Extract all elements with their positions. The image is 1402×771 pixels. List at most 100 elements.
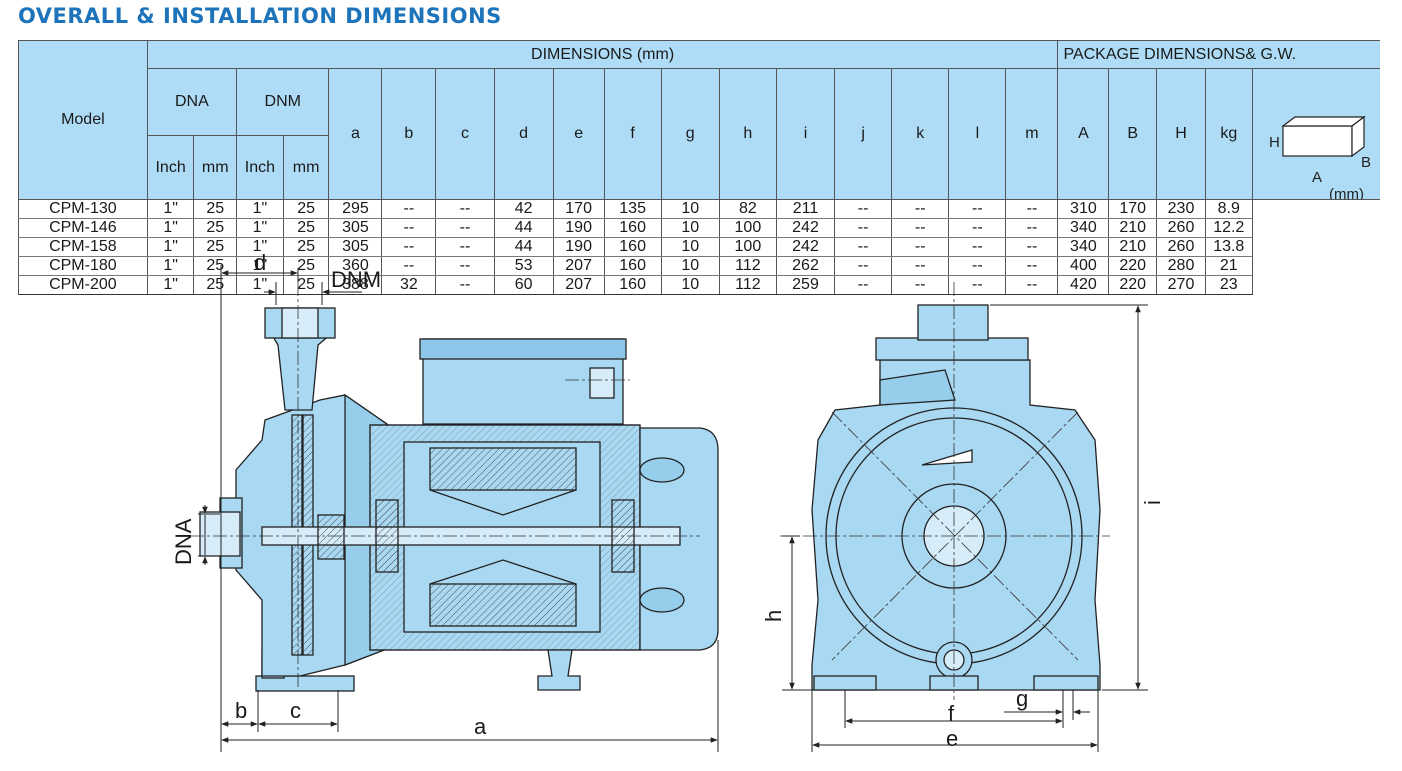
label-c: c	[290, 698, 301, 723]
cell-pkg-a: 340	[1057, 237, 1110, 257]
cell-model: CPM-158	[18, 237, 148, 257]
cell-dim-e: 170	[552, 199, 605, 219]
cell-dim-m: --	[1005, 199, 1059, 219]
cell-pkg-h: 260	[1156, 218, 1206, 238]
cell-dim-i: 242	[775, 218, 836, 238]
cell-dim-m: --	[1005, 275, 1059, 295]
cell-pkg-a: 340	[1057, 218, 1110, 238]
side-dimensions	[198, 265, 719, 752]
cell-dim-d: 60	[493, 275, 554, 295]
cell-dim-f: 160	[603, 237, 662, 257]
pkg-col-header: B	[1108, 68, 1158, 200]
unit-header: Inch	[236, 135, 284, 200]
cell-dim-j: --	[834, 199, 893, 219]
label-a: a	[474, 714, 487, 739]
terminal-box-lid	[419, 338, 627, 360]
dnm-header: DNM	[236, 67, 330, 137]
arrow-mark	[921, 449, 973, 466]
cell-dim-c: --	[435, 256, 495, 276]
package-label-a: A	[1312, 169, 1322, 186]
pkg-col-header: H	[1156, 68, 1206, 200]
front-foot-right	[1033, 675, 1099, 691]
front-dimensions	[782, 304, 1148, 752]
cell-dim-g: 10	[660, 256, 720, 276]
cell-dim-f: 160	[603, 275, 662, 295]
cell-dim-k: --	[891, 275, 950, 295]
cell-dim-a: 305	[328, 218, 383, 238]
cell-dim-l: --	[948, 275, 1007, 295]
cell-dim-a: 360	[328, 256, 383, 276]
cell-dim-c: --	[435, 275, 495, 295]
cell-dim-k: --	[891, 199, 950, 219]
cell-pkg-a: 400	[1057, 256, 1110, 276]
cell-dim-k: --	[891, 237, 950, 257]
col-header: b	[381, 68, 437, 200]
cell-dim-b: --	[381, 256, 437, 276]
inlet-bore	[199, 511, 241, 557]
cell-dim-m: --	[1005, 237, 1059, 257]
label-f: f	[948, 701, 955, 726]
label-h: h	[761, 610, 786, 622]
cell-model: CPM-200	[18, 275, 148, 295]
cell-dna-inch: 1"	[146, 218, 195, 238]
col-header: g	[660, 68, 720, 200]
front-foot-left	[813, 675, 877, 691]
unit-header: mm	[193, 135, 238, 200]
cell-dim-l: --	[948, 199, 1007, 219]
fan-blade-top	[639, 457, 685, 483]
cell-dim-d: 44	[493, 237, 554, 257]
cell-dim-b: 32	[381, 275, 437, 295]
label-e: e	[946, 726, 958, 751]
cell-dim-m: --	[1005, 256, 1059, 276]
col-header: f	[603, 68, 662, 200]
cell-model: CPM-130	[18, 199, 148, 219]
outlet-bore	[281, 307, 319, 339]
cell-model: CPM-180	[18, 256, 148, 276]
col-header: h	[718, 68, 777, 200]
label-b: b	[235, 698, 247, 723]
cell-dim-j: --	[834, 275, 893, 295]
cell-dna-inch: 1"	[146, 237, 195, 257]
front-outlet-flange	[875, 337, 1029, 361]
model-header: Model	[18, 40, 148, 200]
package-box-diagram: H B A (mm)	[1269, 115, 1371, 199]
stator-top	[429, 447, 577, 491]
cell-dnm-mm: 25	[282, 237, 330, 257]
cell-dim-g: 10	[660, 275, 720, 295]
cell-dim-j: --	[834, 256, 893, 276]
cell-dim-l: --	[948, 256, 1007, 276]
cell-dim-f: 160	[603, 256, 662, 276]
cell-dim-d: 53	[493, 256, 554, 276]
cell-pkg-h: 230	[1156, 199, 1206, 219]
cell-dim-d: 42	[493, 199, 554, 219]
cell-dna-inch: 1"	[146, 256, 195, 276]
cell-dim-h: 100	[718, 237, 777, 257]
col-header: c	[435, 68, 495, 200]
fan-blade-bottom	[639, 587, 685, 613]
cell-dim-e: 190	[552, 218, 605, 238]
cell-dim-b: --	[381, 218, 437, 238]
package-unit: (mm)	[1329, 186, 1364, 199]
front-volute-top	[879, 369, 956, 406]
side-view	[199, 307, 719, 692]
cell-pkg-b: 210	[1108, 218, 1158, 238]
cell-dnm-mm: 25	[282, 199, 330, 219]
cell-pkg-b: 210	[1108, 237, 1158, 257]
cell-pkg-h: 280	[1156, 256, 1206, 276]
cell-dim-l: --	[948, 237, 1007, 257]
cell-dim-e: 207	[552, 256, 605, 276]
front-outlet-neck	[917, 304, 989, 341]
base-foot	[255, 675, 355, 692]
label-dna: DNA	[171, 518, 196, 565]
cell-dna-mm: 25	[193, 275, 238, 295]
cell-dim-j: --	[834, 237, 893, 257]
cell-pkg-b: 220	[1108, 256, 1158, 276]
pkg-col-header: A	[1057, 68, 1110, 200]
dna-header: DNA	[146, 67, 238, 137]
unit-header: mm	[282, 135, 330, 200]
package-label-h: H	[1269, 134, 1280, 151]
front-view	[811, 304, 1101, 691]
cell-dim-a: 305	[328, 237, 383, 257]
